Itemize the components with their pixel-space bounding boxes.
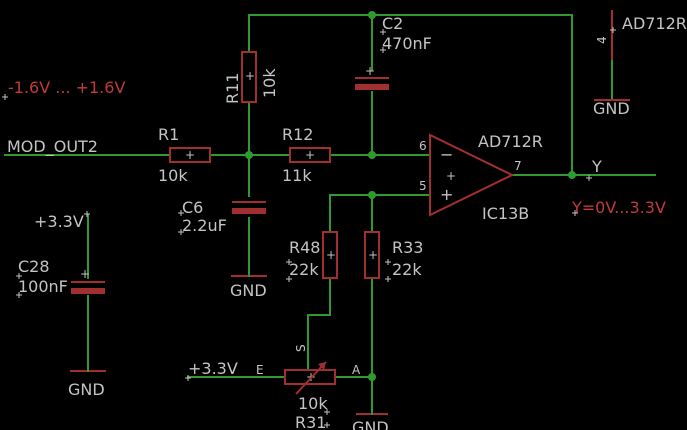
svg-text:+: + bbox=[446, 169, 456, 183]
r31-value: 10k bbox=[298, 394, 328, 413]
junction-dot bbox=[368, 151, 376, 159]
potentiometer-r31[interactable]: + 10k R31 bbox=[284, 361, 336, 430]
c2-name: C2 bbox=[382, 14, 403, 33]
svg-text:+: + bbox=[440, 185, 453, 204]
svg-text:+: + bbox=[185, 148, 195, 162]
net-label-mod-out2: MOD_OUT2 bbox=[7, 137, 98, 157]
capacitor-c6[interactable]: C6 2.2uF bbox=[182, 198, 266, 235]
resistor-r11[interactable]: + R11 10k bbox=[223, 51, 279, 104]
ground-symbol-top: GND bbox=[593, 99, 630, 118]
pin-6: 6 bbox=[419, 139, 427, 153]
opamp-ic13b[interactable]: − + + 6 5 7 AD712R IC13B bbox=[419, 132, 543, 223]
power-pin-4: 4 bbox=[595, 36, 609, 44]
resistor-r48[interactable]: + R48 22k bbox=[289, 231, 338, 279]
wires bbox=[4, 14, 656, 406]
junction-dot bbox=[368, 191, 376, 199]
r12-name: R12 bbox=[282, 125, 313, 144]
output-range-note: Y=0V...3.3V bbox=[571, 198, 666, 217]
r12-value: 11k bbox=[282, 166, 312, 185]
resistor-r33[interactable]: + R33 22k bbox=[364, 231, 423, 279]
junction-dot bbox=[245, 151, 253, 159]
r1-name: R1 bbox=[158, 125, 179, 144]
svg-text:−: − bbox=[440, 145, 453, 164]
resistor-r1[interactable]: + R1 10k bbox=[158, 125, 211, 185]
junction-dot bbox=[568, 171, 576, 179]
vcc-left-text: +3.3V bbox=[34, 212, 84, 231]
c6-name: C6 bbox=[182, 198, 203, 217]
vcc-bottom-text: +3.3V bbox=[188, 359, 238, 378]
svg-text:+: + bbox=[245, 69, 255, 83]
ground-symbol-a: GND bbox=[352, 404, 389, 430]
opamp-part: AD712R bbox=[478, 132, 543, 151]
r33-value: 22k bbox=[392, 260, 422, 279]
c2-value: 470nF bbox=[382, 34, 432, 53]
vcc-label-bottom: +3.3V bbox=[188, 359, 238, 378]
pin-5: 5 bbox=[419, 179, 427, 193]
gnd-label-c28: GND bbox=[68, 380, 105, 399]
ground-symbol-c28: GND bbox=[68, 359, 106, 399]
opamp-ref: IC13B bbox=[482, 204, 529, 223]
svg-text:+: + bbox=[80, 267, 90, 281]
svg-text:+: + bbox=[305, 148, 315, 162]
r33-name: R33 bbox=[392, 238, 423, 257]
resistor-r12[interactable]: + R12 11k bbox=[282, 125, 331, 185]
r11-value: 10k bbox=[260, 68, 279, 98]
pot-pin-a: A bbox=[352, 363, 361, 377]
c6-value: 2.2uF bbox=[182, 216, 227, 235]
origin-markers bbox=[2, 27, 616, 428]
svg-text:+: + bbox=[368, 248, 378, 262]
c28-name: C28 bbox=[18, 257, 50, 276]
r1-value: 10k bbox=[158, 166, 188, 185]
r48-value: 22k bbox=[289, 260, 319, 279]
junction-dot bbox=[368, 11, 376, 19]
input-range-note: -1.6V ... +1.6V bbox=[8, 78, 125, 97]
r31-name: R31 bbox=[295, 413, 326, 430]
svg-text:+: + bbox=[326, 248, 336, 262]
svg-text:+: + bbox=[365, 64, 375, 78]
junction-dot bbox=[368, 373, 376, 381]
net-label-y: Y bbox=[591, 157, 602, 176]
ground-symbol-c6: GND bbox=[230, 264, 267, 300]
capacitor-c28[interactable]: + C28 100nF bbox=[18, 257, 105, 296]
r48-name: R48 bbox=[289, 238, 320, 257]
r11-name: R11 bbox=[223, 73, 242, 104]
mod-out-label: MOD_OUT2 bbox=[7, 137, 98, 157]
pot-pin-s: S bbox=[294, 344, 308, 352]
gnd-label-a: GND bbox=[352, 418, 389, 430]
pin-7: 7 bbox=[514, 159, 522, 173]
c28-value: 100nF bbox=[18, 277, 68, 296]
junctions bbox=[245, 11, 576, 381]
power-part: AD712R bbox=[622, 14, 687, 33]
capacitor-c2[interactable]: + C2 470nF bbox=[355, 14, 432, 90]
pot-pin-e: E bbox=[256, 363, 264, 377]
gnd-label-top: GND bbox=[593, 99, 630, 118]
gnd-label-c6: GND bbox=[230, 281, 267, 300]
y-label: Y bbox=[591, 157, 602, 176]
vcc-label-left: +3.3V bbox=[34, 212, 84, 231]
opamp-power-unit[interactable]: 4 AD712R bbox=[595, 10, 687, 60]
